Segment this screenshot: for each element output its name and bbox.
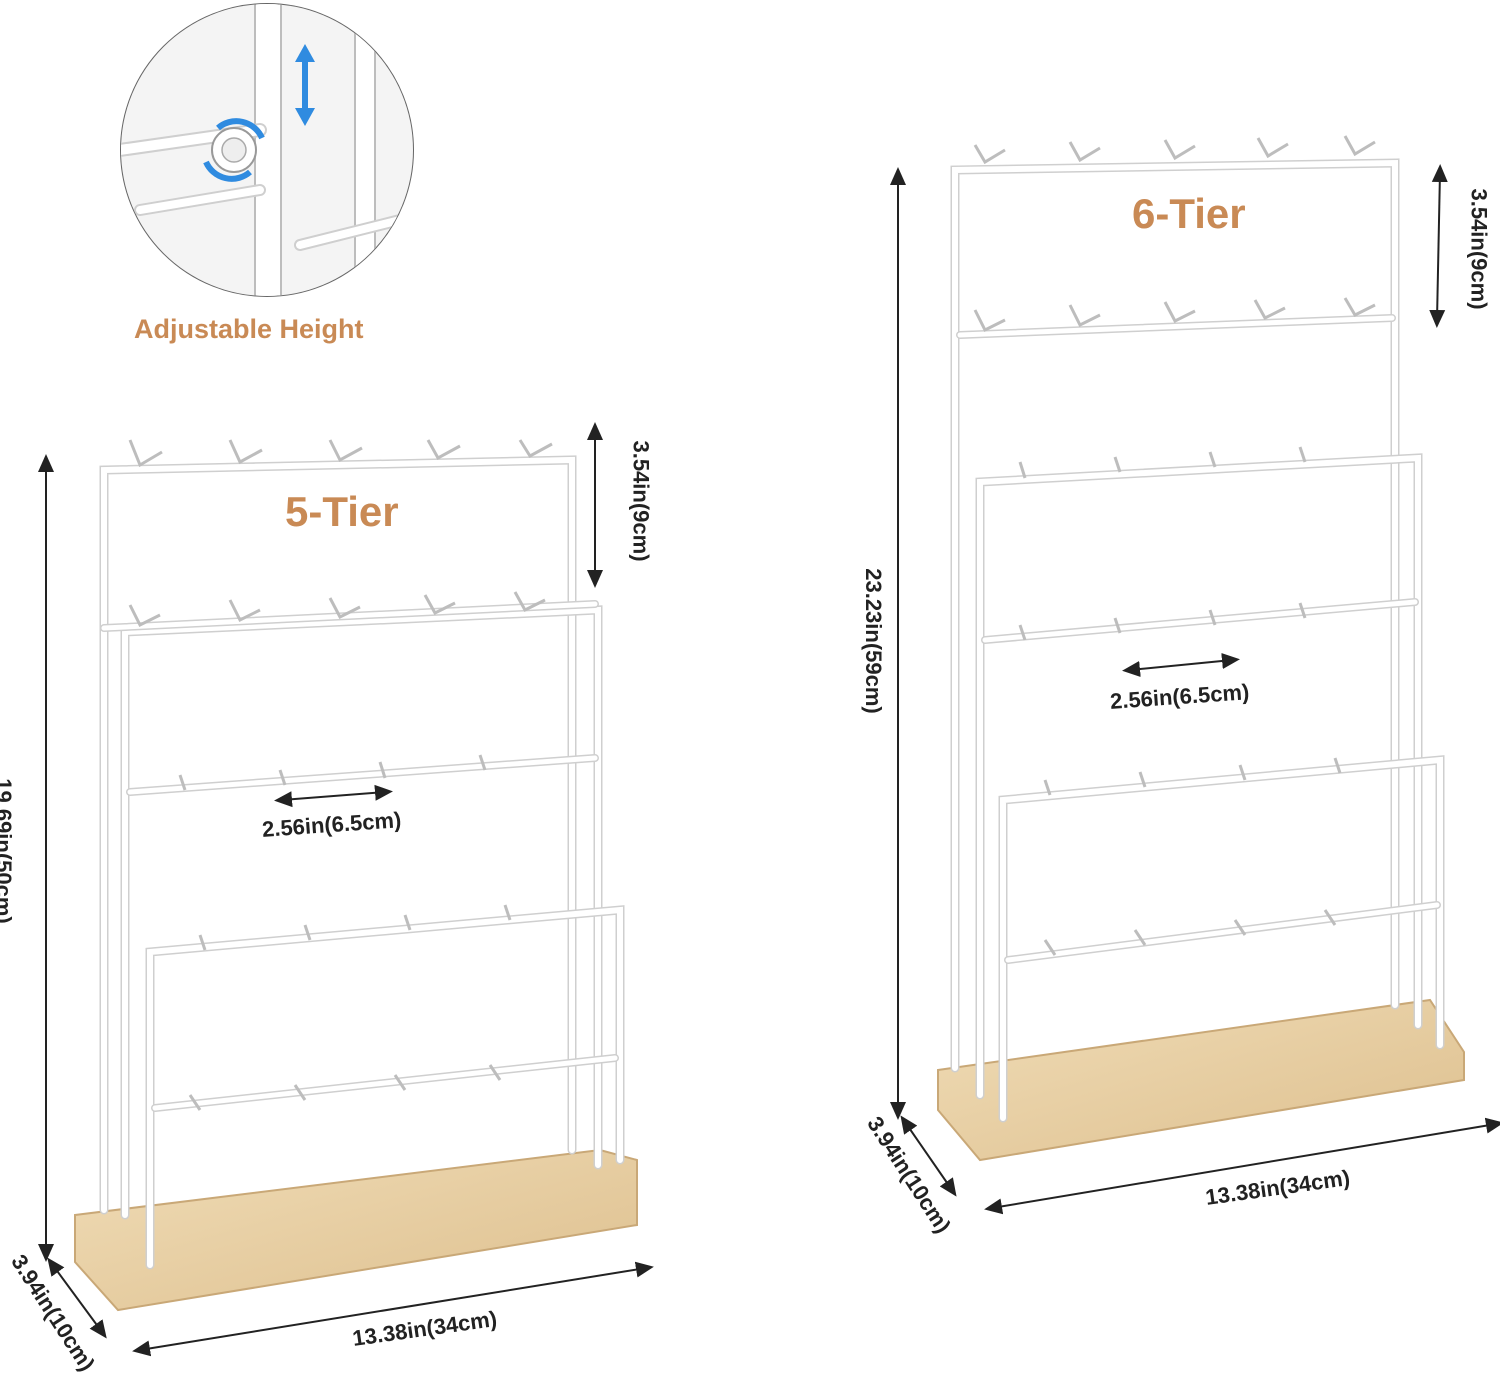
adjustable-height-caption: Adjustable Height: [134, 314, 364, 344]
left-rack-title: 5-Tier: [285, 488, 399, 535]
left-rack-dimension-arrows: [38, 422, 654, 1357]
left-rack-hooks: [128, 439, 553, 1111]
right-rack-wire-frame: [950, 158, 1445, 1123]
right-rack-hooks: [973, 135, 1376, 956]
left-rack-wire-frame: [99, 455, 625, 1270]
right-rack: [890, 135, 1500, 1215]
right-rack-wood-base: [937, 998, 1465, 1162]
right-rack-dimension-arrows: [890, 164, 1500, 1215]
right-rack-top-gap-label: 3.54in(9cm): [1466, 188, 1492, 310]
left-rack-top-gap-label: 3.54in(9cm): [628, 440, 654, 562]
left-rack-wood-base: [74, 1148, 638, 1312]
left-rack-height-label: 19.69in(50cm): [0, 778, 16, 924]
right-rack-height-label: 23.23in(59cm): [860, 568, 886, 714]
adjustable-height-inset: [120, 3, 414, 297]
right-rack-title: 6-Tier: [1132, 190, 1246, 237]
left-rack: [38, 422, 654, 1357]
